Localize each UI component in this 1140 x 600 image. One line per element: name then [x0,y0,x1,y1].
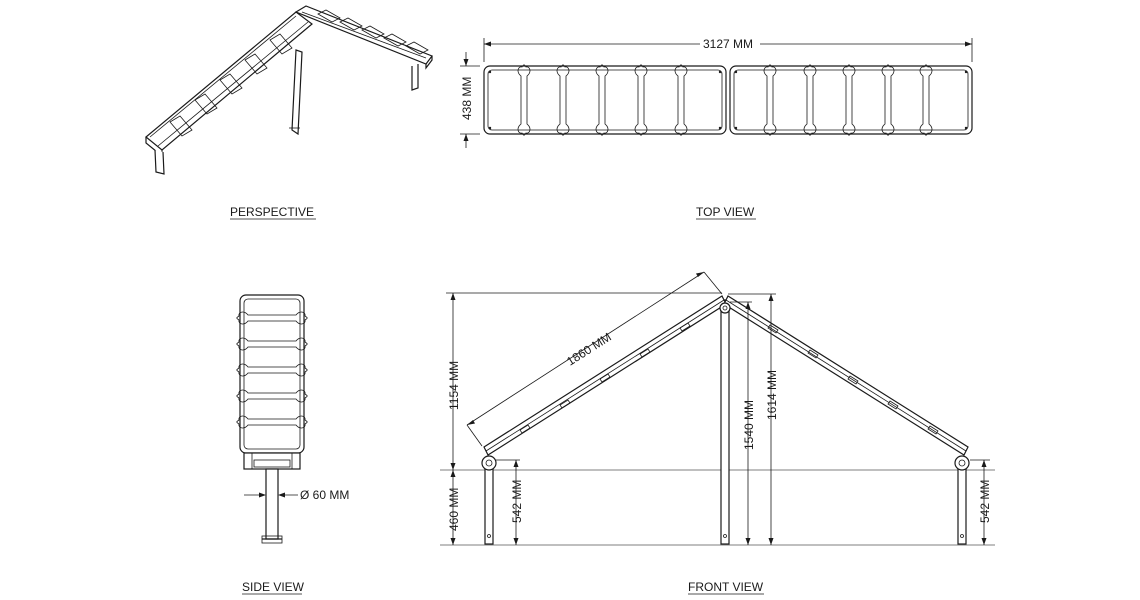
dim-end-post-height-right: 542 MM [978,480,992,523]
label-top-view: TOP VIEW [696,205,755,219]
left-end-post [484,467,494,545]
dim-center-post-height: 1540 MM [742,400,756,450]
dim-ramp-length: 1860 MM [564,330,614,369]
front-view [440,271,995,546]
perspective-view [145,5,433,175]
dim-width: 438 MM [460,77,474,120]
label-side-view: SIDE VIEW [242,580,305,594]
right-end-post [957,467,967,545]
side-board [239,294,305,454]
label-front-view: FRONT VIEW [688,580,764,594]
dim-base-height: 460 MM [447,488,461,531]
center-post [720,299,730,545]
dim-total-length: 3127 MM [703,37,753,51]
label-perspective: PERSPECTIVE [230,205,314,219]
side-view [236,294,308,544]
dim-ramp-rise: 1154 MM [447,361,461,410]
dim-peak-height: 1614 MM [765,370,779,420]
dim-end-post-height-left: 542 MM [510,480,524,523]
top-view [460,38,973,148]
dim-pipe-diameter: Ø 60 MM [300,488,349,502]
top-right-board [729,65,973,135]
